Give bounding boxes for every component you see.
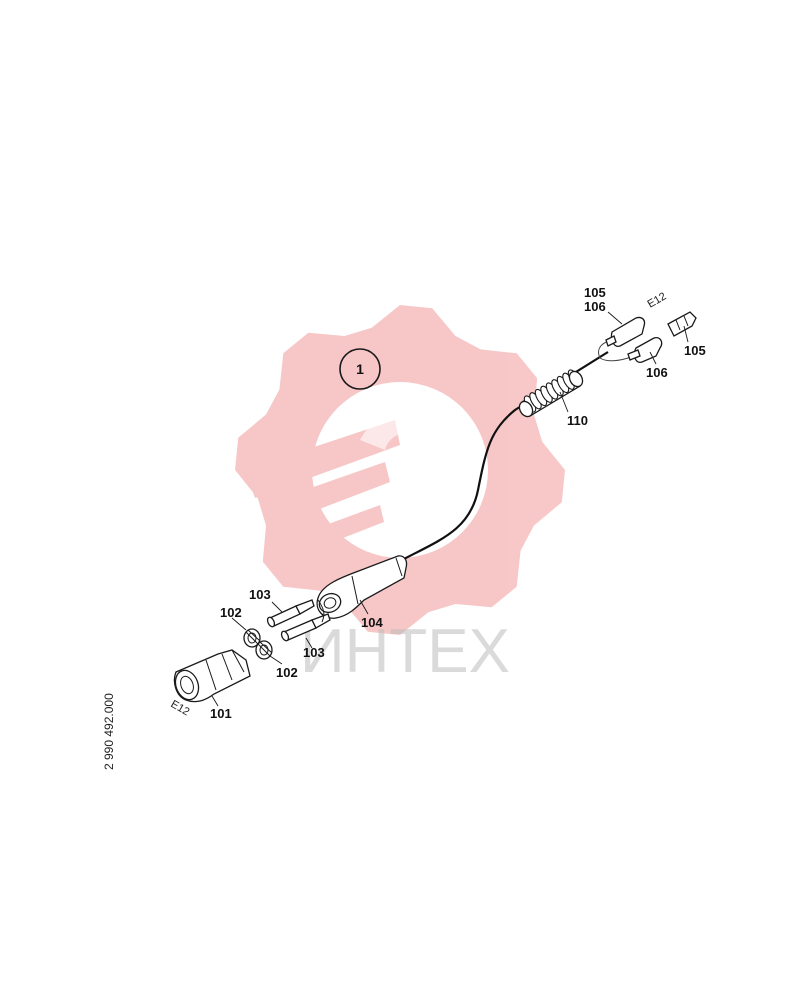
connector-housing-101: [173, 649, 251, 703]
svg-text:1: 1: [356, 361, 364, 377]
label-110: 110: [567, 413, 588, 428]
cable: [401, 351, 609, 561]
label-104: 104: [361, 615, 383, 630]
watermark-text: ИНТЕХ: [300, 617, 510, 686]
contact-pin-103-lower: [280, 599, 331, 642]
watermark-gear-logo: [235, 305, 565, 635]
terminal-106-upper: [605, 316, 646, 347]
label-103-lower: 103: [303, 645, 325, 660]
seal-102-upper: [243, 628, 261, 648]
label-105-right: 105: [684, 343, 706, 358]
label-105-top: 105: [584, 285, 606, 300]
label-101: 101: [210, 706, 232, 721]
label-103-upper: 103: [249, 587, 271, 602]
assembly-number-badge: 1: [339, 348, 381, 390]
label-102-lower: 102: [276, 665, 298, 680]
terminal-105-right: [667, 311, 697, 337]
contact-pin-103-upper: [266, 599, 315, 628]
seal-102-lower: [255, 640, 273, 660]
label-106-lower: 106: [646, 365, 668, 380]
document-number: 2 990 492.000: [102, 693, 116, 770]
label-106-top: 106: [584, 299, 606, 314]
terminal-106-lower: [627, 336, 663, 363]
label-102-upper: 102: [220, 605, 242, 620]
spiral-sleeve-110: [518, 369, 584, 418]
connector-code-top: E12: [646, 290, 669, 310]
